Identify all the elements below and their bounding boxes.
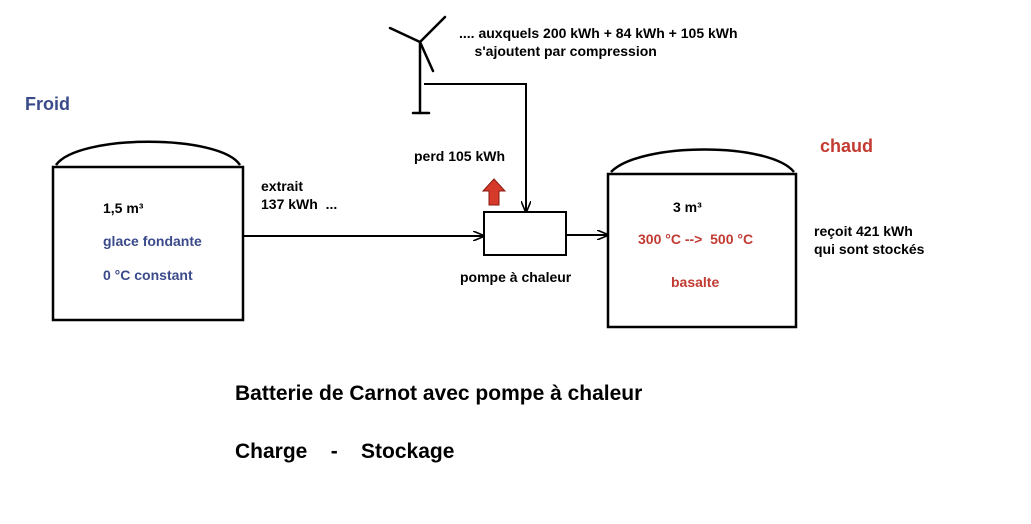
cold-volume: 1,5 m³ (103, 200, 144, 216)
cold-tank-dome (54, 140, 242, 166)
hot-tank-body (606, 172, 798, 329)
extracted-energy-label: extrait 137 kWh ... (261, 178, 338, 212)
hot-side-label: chaud (820, 136, 874, 156)
wind-turbine-icon (388, 15, 447, 115)
up-arrow-icon (481, 178, 507, 206)
cold-material: glace fondante (103, 233, 202, 249)
heat-pump-label: pompe à chaleur (460, 269, 572, 285)
hot-material: basalte (671, 274, 720, 290)
wind-energy-note: .... auxquels 200 kWh + 84 kWh + 105 kWh… (459, 25, 738, 59)
hot-temperature-range: 300 °C --> 500 °C (638, 231, 754, 247)
cold-tank-body (51, 165, 245, 322)
diagram-title: Batterie de Carnot avec pompe à chaleur (235, 382, 643, 405)
cold-temperature: 0 °C constant (103, 267, 193, 283)
diagram-subtitle: Charge - Stockage (235, 440, 455, 463)
hot-volume: 3 m³ (673, 199, 702, 215)
stored-energy-label: reçoit 421 kWh qui sont stockés (814, 223, 925, 257)
hot-tank-dome (610, 148, 795, 173)
heat-loss-label: perd 105 kWh (414, 148, 506, 164)
wind-to-pump-arrow (424, 83, 526, 212)
hot-tank (606, 148, 798, 329)
cold-tank (51, 140, 245, 322)
cold-side-label: Froid (25, 94, 70, 114)
heat-pump-box (483, 211, 567, 256)
